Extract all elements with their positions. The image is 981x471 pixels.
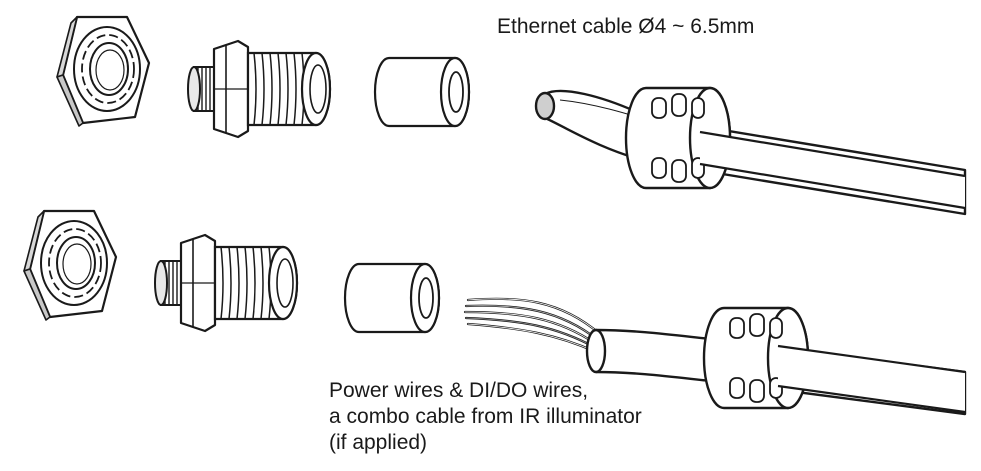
ethernet-cable-label: Ethernet cable Ø4 ~ 6.5mm: [497, 15, 755, 38]
power-wires-label-line-2: a combo cable from IR illuminator: [329, 405, 642, 428]
bottom-row-assembly: [22, 209, 967, 416]
power-wires-label-line-3: (if applied): [329, 431, 428, 454]
bottom-gland-body: [153, 233, 299, 333]
power-wires-label-line-1: Power wires & DI/DO wires,: [329, 379, 589, 402]
top-seal-insert: [373, 56, 471, 128]
top-hex-nut: [55, 15, 151, 128]
bottom-seal-insert: [343, 262, 441, 334]
loose-wires: [463, 297, 602, 354]
power-wires-label: Power wires & DI/DO wires, a combo cable…: [329, 378, 642, 456]
bottom-hex-nut: [22, 209, 118, 322]
top-gland-body: [186, 39, 332, 139]
top-row-assembly: [55, 15, 967, 216]
